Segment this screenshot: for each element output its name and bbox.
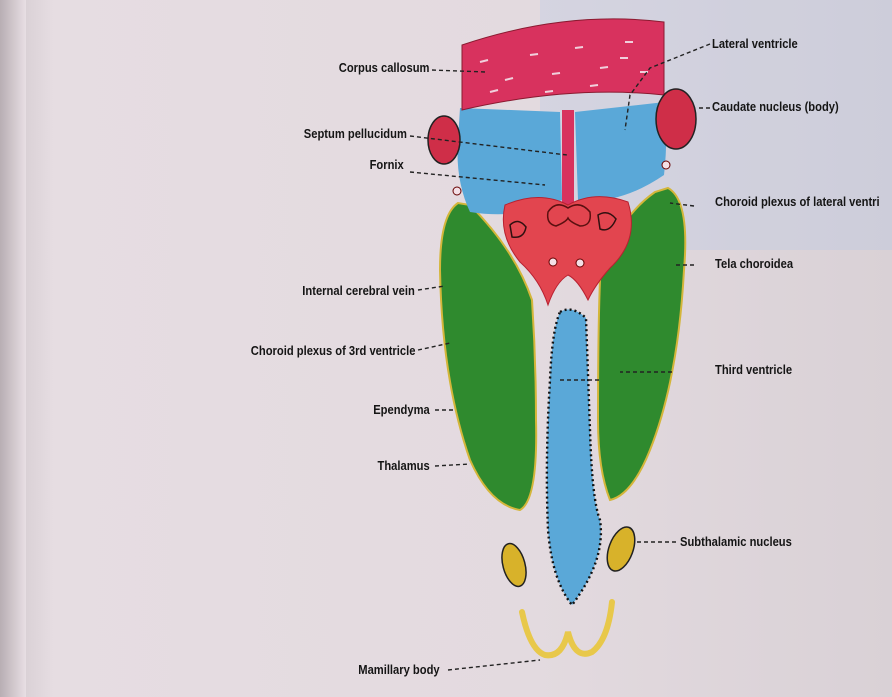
label-septum-pellucidum: Septum pellucidum: [304, 126, 407, 141]
label-choroid-plexus-lateral: Choroid plexus of lateral ventri: [715, 194, 880, 209]
septum-pellucidum: [562, 110, 574, 208]
mamillary-body: [522, 602, 612, 655]
label-internal-cerebral-vein: Internal cerebral vein: [303, 283, 415, 298]
label-choroid-plexus-3rd: Choroid plexus of 3rd ventricle: [250, 343, 415, 358]
subthalamic-nucleus-right: [602, 523, 640, 574]
lateral-ventricle-right: [575, 102, 666, 201]
label-caudate-nucleus: Caudate nucleus (body): [712, 99, 839, 114]
internal-cerebral-vein-right: [576, 259, 584, 267]
label-mamillary-body: Mamillary body: [359, 662, 440, 677]
subthalamic-nucleus-left: [498, 541, 531, 589]
label-third-ventricle: Third ventricle: [715, 362, 792, 377]
internal-cerebral-vein-left: [549, 258, 557, 266]
third-ventricle: [547, 310, 601, 605]
label-ependyma: Ependyma: [373, 402, 430, 417]
vessel-left: [453, 187, 461, 195]
label-subthalamic-nucleus: Subthalamic nucleus: [680, 534, 792, 549]
label-fornix: Fornix: [370, 157, 404, 172]
label-thalamus: Thalamus: [378, 458, 430, 473]
caudate-nucleus-left: [428, 116, 460, 164]
label-corpus-callosum: Corpus callosum: [338, 60, 429, 75]
corpus-callosum: [462, 19, 664, 110]
caudate-nucleus-right: [656, 89, 696, 149]
label-tela-choroidea: Tela choroidea: [715, 256, 793, 271]
vessel-right: [662, 161, 670, 169]
label-lateral-ventricle: Lateral ventricle: [712, 36, 798, 51]
